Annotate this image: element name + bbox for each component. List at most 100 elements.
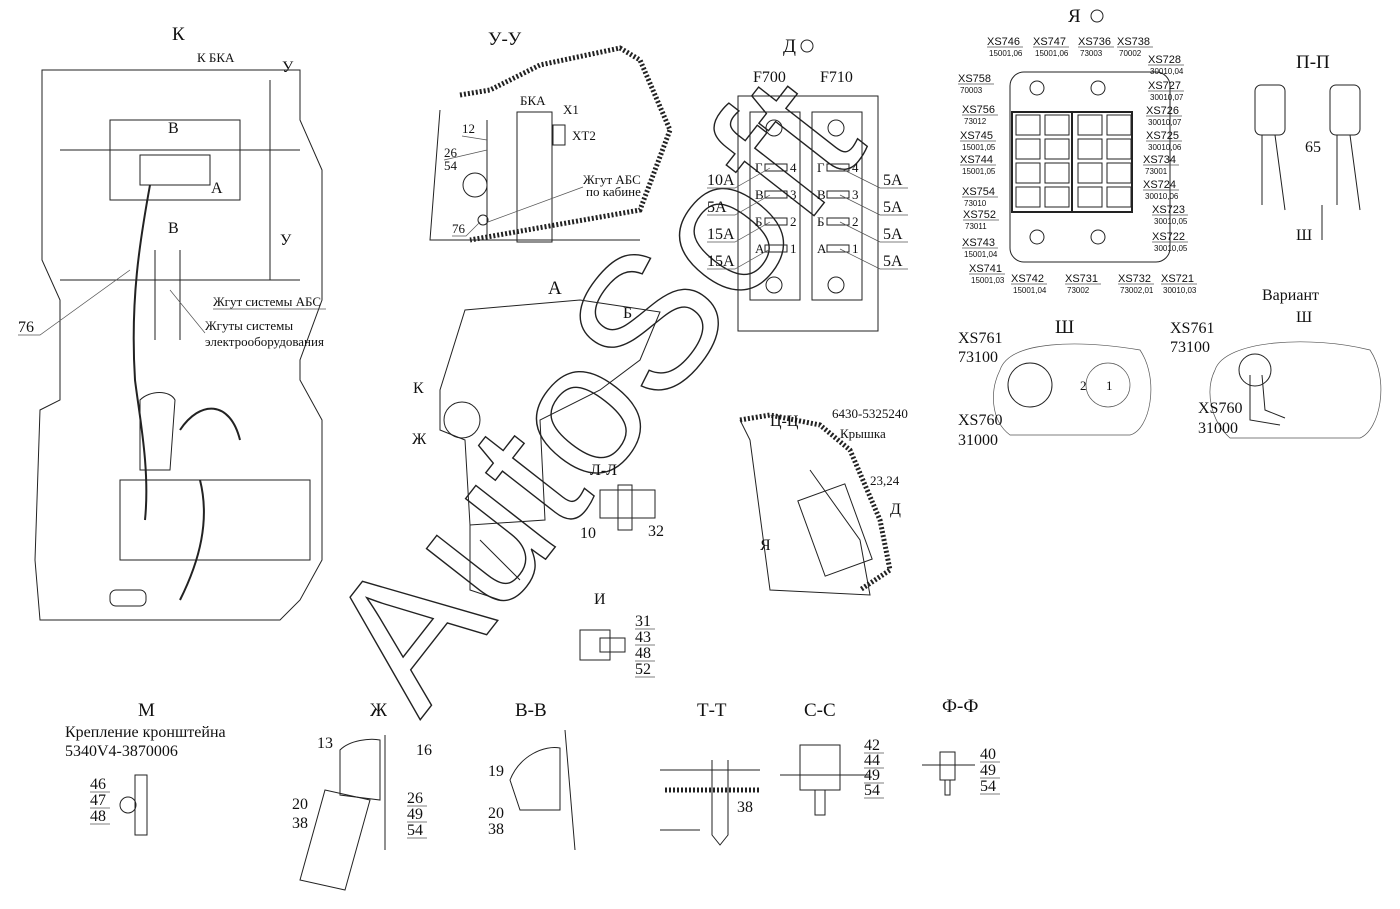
fuse-slot-letter: Г [755, 160, 763, 175]
part-number: 49 [407, 806, 423, 823]
svg-text:В-В: В-В [515, 700, 547, 721]
svg-text:Ш: Ш [1296, 227, 1312, 244]
connector-label: XS742 [1011, 273, 1044, 285]
svg-text:У: У [280, 232, 292, 249]
connector-code: 30010,05 [1154, 217, 1188, 226]
view-cc: Ц-Ц 6430-5325240 Крышка 23,24 Д Я [739, 406, 908, 596]
part-number: 49 [980, 762, 996, 779]
svg-text:К: К [172, 24, 185, 45]
fuse-slot-number: 4 [852, 160, 859, 175]
svg-text:У-У: У-У [488, 29, 522, 50]
connector-label: XS726 [1146, 105, 1179, 117]
watermark: AutoSoft [285, 40, 902, 746]
connector-code: 30010,07 [1148, 118, 1182, 127]
connector-code: 73003 [1080, 49, 1103, 58]
connector-label: XS734 [1143, 154, 1176, 166]
connector-code: 73001 [1145, 167, 1168, 176]
svg-text:16: 16 [416, 742, 432, 759]
svg-text:Д: Д [890, 501, 901, 518]
svg-text:Я: Я [760, 537, 771, 554]
fuse-slot-letter: Б [755, 214, 762, 229]
connector-code: 70003 [960, 86, 983, 95]
svg-text:XS761: XS761 [958, 330, 1002, 347]
view-ya-connector-block: Я XS74615001,06XS74715001,06XS73673003XS… [958, 6, 1197, 295]
fuse-slot-number: 3 [852, 187, 859, 202]
connector-label: XS721 [1161, 273, 1194, 285]
svg-text:X1: X1 [563, 102, 579, 117]
svg-text:У: У [282, 59, 294, 76]
fuse-slot-number: 1 [790, 241, 797, 256]
svg-text:76: 76 [18, 319, 34, 336]
connector-code: 30010,07 [1150, 93, 1184, 102]
view-tt: Т-Т 38 [660, 700, 760, 846]
connector-code: 15001,05 [962, 143, 996, 152]
svg-text:AutoSoft: AutoSoft [285, 40, 901, 745]
part-number: 54 [407, 822, 423, 839]
fuse-slot-letter: Г [817, 160, 825, 175]
svg-text:А: А [548, 278, 562, 299]
connector-code: 30010,06 [1145, 192, 1179, 201]
part-number: 49 [864, 767, 880, 784]
connector-code: 73002 [1067, 286, 1090, 295]
part-number: 43 [635, 629, 651, 646]
svg-text:XS760: XS760 [958, 412, 1002, 429]
svg-text:1: 1 [1106, 378, 1113, 393]
fuse-slot-number: 4 [790, 160, 797, 175]
svg-text:73100: 73100 [958, 349, 998, 366]
part-number: 48 [635, 645, 651, 662]
svg-text:В: В [168, 120, 179, 137]
connector-label: XS746 [987, 36, 1020, 48]
svg-text:Л-Л: Л-Л [590, 462, 617, 479]
fuse-slot-letter: В [817, 187, 826, 202]
connector-code: 30010,03 [1163, 286, 1197, 295]
fuse-slot-letter: В [755, 187, 764, 202]
svg-text:БКА: БКА [520, 93, 546, 108]
svg-text:20: 20 [292, 796, 308, 813]
svg-text:Жгуты системы: Жгуты системы [205, 318, 293, 333]
connector-label: XS722 [1152, 231, 1185, 243]
fuse-rating-label: 5А [883, 226, 903, 243]
svg-text:П-П: П-П [1296, 52, 1330, 73]
svg-text:38: 38 [292, 815, 308, 832]
svg-text:Ф-Ф: Ф-Ф [942, 696, 978, 717]
connector-label: XS731 [1065, 273, 1098, 285]
svg-text:Крепление кронштейна: Крепление кронштейна [65, 724, 226, 741]
svg-text:32: 32 [648, 523, 664, 540]
svg-text:Ц-Ц: Ц-Ц [770, 413, 799, 430]
connector-code: 30010,05 [1154, 244, 1188, 253]
svg-text:Ж: Ж [412, 431, 427, 448]
fuse-slot-letter: Б [817, 214, 824, 229]
connector-label: XS732 [1118, 273, 1151, 285]
svg-text:по кабине: по кабине [586, 184, 641, 199]
connector-label: XS743 [962, 237, 995, 249]
svg-text:Вариант: Вариант [1262, 287, 1319, 304]
svg-text:26: 26 [444, 145, 458, 160]
part-number: 42 [864, 737, 880, 754]
svg-text:Д: Д [783, 36, 796, 57]
fuse-slot-number: 2 [790, 214, 797, 229]
connector-label: XS723 [1152, 204, 1185, 216]
part-number: 46 [90, 776, 106, 793]
fuse-rating-label: 15А [707, 226, 735, 243]
view-k: К К БКА У У В В А Жгут системы АБС Жгуты… [18, 24, 326, 621]
svg-text:Жгут системы АБС: Жгут системы АБС [213, 294, 321, 309]
view-pp: П-П 65 Ш [1254, 52, 1361, 244]
fuse-slot-number: 2 [852, 214, 859, 229]
svg-text:С-С: С-С [804, 700, 836, 721]
fuse-slot-letter: А [817, 241, 827, 256]
fuse-slot-letter: А [755, 241, 765, 256]
connector-label: XS758 [958, 73, 991, 85]
view-ll: Л-Л 10 32 [580, 462, 664, 542]
svg-text:К: К [413, 380, 424, 397]
fuse-slot-number: 1 [852, 241, 859, 256]
connector-code: 73011 [965, 222, 987, 231]
view-a: А Б К Ж [412, 278, 661, 601]
connector-label: XS741 [969, 263, 1002, 275]
svg-text:Ш: Ш [1296, 309, 1312, 326]
svg-text:Жгут АБС: Жгут АБС [583, 172, 641, 187]
svg-text:F700: F700 [753, 69, 786, 86]
